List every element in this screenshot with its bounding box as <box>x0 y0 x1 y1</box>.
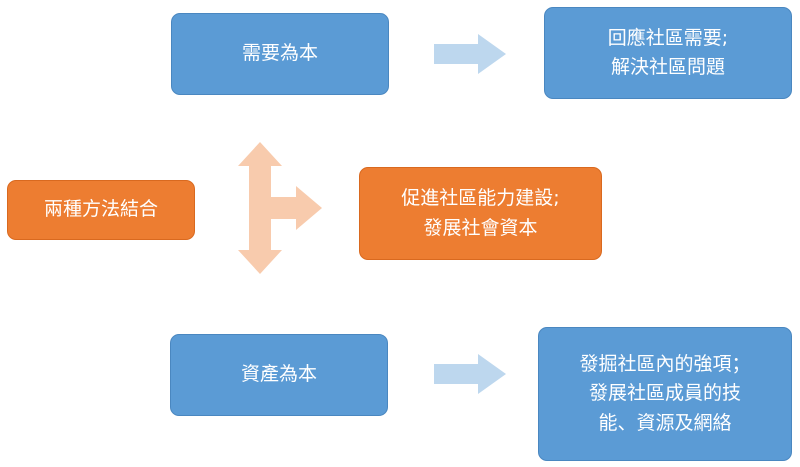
right-arrow-icon <box>434 354 506 394</box>
need-based-label: 需要為本 <box>241 42 318 65</box>
need-based-box: 需要為本 <box>171 13 389 95</box>
right-arrow-icon <box>434 34 506 74</box>
combined-approach-box: 兩種方法結合 <box>7 180 195 240</box>
respond-needs-line1: 回應社區需要; <box>607 26 729 49</box>
capacity-building-line2: 發展社會資本 <box>423 216 538 239</box>
discover-strengths-line3: 能、資源及網絡 <box>598 411 732 434</box>
capacity-building-line1: 促進社區能力建設; <box>401 187 560 210</box>
split-arrow-icon <box>238 142 322 274</box>
asset-based-box: 資產為本 <box>170 334 388 416</box>
capacity-building-box: 促進社區能力建設; 發展社會資本 <box>359 167 602 260</box>
discover-strengths-line2: 發展社區成員的技 <box>588 382 741 405</box>
discover-strengths-line1: 發掘社區內的強項； <box>579 352 751 375</box>
respond-needs-line2: 解決社區問題 <box>610 56 725 78</box>
discover-strengths-box: 發掘社區內的強項； 發展社區成員的技 能、資源及網絡 <box>538 327 792 461</box>
respond-community-needs-box: 回應社區需要; 解決社區問題 <box>544 7 792 99</box>
combined-approach-label: 兩種方法結合 <box>43 198 158 221</box>
asset-based-label: 資產為本 <box>240 363 317 386</box>
